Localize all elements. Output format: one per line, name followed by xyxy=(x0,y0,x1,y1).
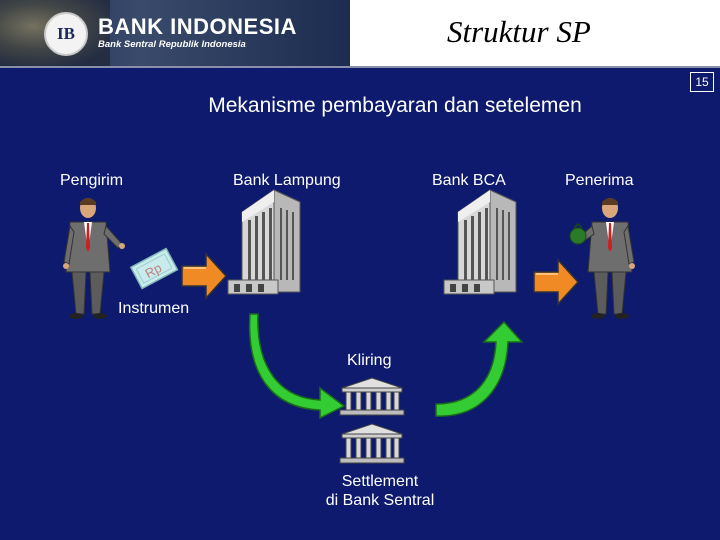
header-bar: IB BANK INDONESIA Bank Sentral Republik … xyxy=(0,0,720,66)
transfer-arrow-icon xyxy=(181,252,228,300)
header-divider xyxy=(0,66,720,68)
page-number-badge: 15 xyxy=(690,72,714,92)
bank-lampung-label: Bank Lampung xyxy=(233,172,341,189)
bank-emblem-icon: IB xyxy=(44,12,88,56)
settlement-line-1: Settlement xyxy=(341,473,419,490)
emblem-letters: IB xyxy=(57,24,75,43)
bank-logo-banner: IB BANK INDONESIA Bank Sentral Republik … xyxy=(0,0,350,66)
clearing-up-arrow-icon xyxy=(435,320,524,417)
bank-name: BANK INDONESIA xyxy=(98,14,297,39)
instrument-label: Instrumen xyxy=(118,300,190,317)
money-note-icon: Rp xyxy=(129,247,179,290)
slide-title: Mekanisme pembayaran dan setelemen xyxy=(208,94,582,117)
bank-lampung-building-icon xyxy=(227,189,301,295)
settlement-label: Settlement di Bank Sentral xyxy=(320,472,440,510)
bank-bca-building-icon xyxy=(443,189,517,295)
bank-bca-label: Bank BCA xyxy=(432,172,506,189)
receiver-label: Penerima xyxy=(565,172,634,189)
clearing-label: Kliring xyxy=(347,352,392,369)
sender-label: Pengirim xyxy=(60,172,124,189)
section-title: Struktur SP xyxy=(447,14,591,49)
central-bank-icon xyxy=(339,423,405,464)
clearing-house-icon xyxy=(339,377,405,416)
bank-subtitle: Bank Sentral Republik Indonesia xyxy=(98,39,246,50)
settlement-line-2: di Bank Sentral xyxy=(325,492,435,509)
receiver-person-icon xyxy=(569,198,635,319)
payout-arrow-icon xyxy=(533,258,580,306)
money-note-text: Rp xyxy=(142,260,164,281)
sender-person-icon xyxy=(63,198,125,319)
clearing-down-arrow-icon xyxy=(248,313,346,420)
